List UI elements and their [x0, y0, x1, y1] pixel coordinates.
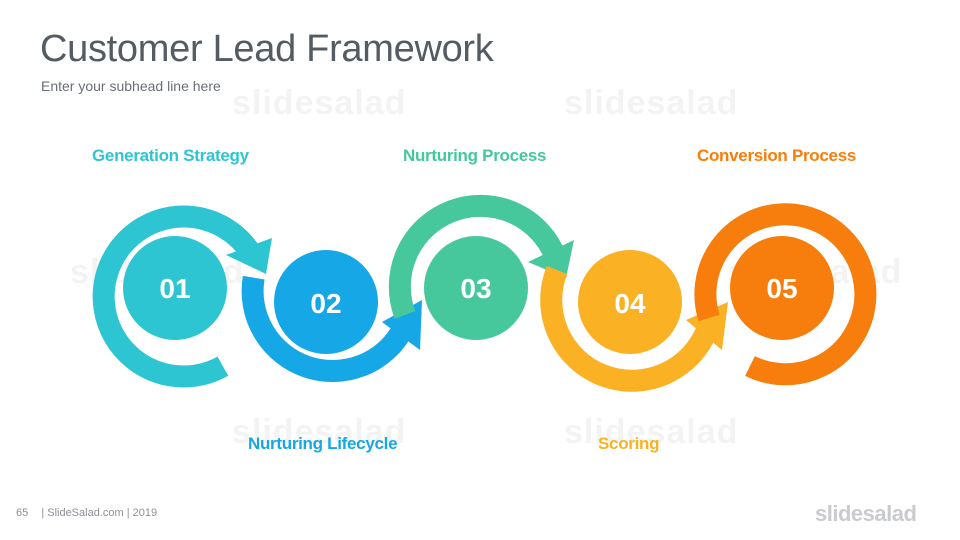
step-5-number: 05	[766, 273, 797, 304]
step-2: 02	[241, 250, 422, 383]
step-4-label: Scoring	[598, 434, 660, 453]
step-1: 01	[92, 205, 272, 388]
watermark: slidesalad	[564, 413, 738, 452]
step-2-ring	[241, 275, 413, 383]
step-4-number: 04	[614, 288, 646, 319]
step-2-number: 02	[310, 288, 341, 319]
watermark: slidesalad	[232, 413, 406, 452]
watermark: slidesalad	[232, 84, 406, 123]
slide-footer: 65 | SlideSalad.com | 2019	[16, 507, 157, 519]
step-2-arrowhead	[382, 300, 422, 350]
step-1-number: 01	[159, 273, 190, 304]
step-5: 05	[694, 203, 877, 386]
step-1-disc	[123, 236, 227, 340]
step-2-disc	[274, 250, 378, 354]
step-1-arrowhead	[226, 238, 272, 274]
step-3-disc	[424, 236, 528, 340]
slide-subtitle: Enter your subhead line here	[41, 78, 221, 94]
footer-text: | SlideSalad.com | 2019	[41, 507, 158, 519]
step-3-number: 03	[460, 273, 491, 304]
step-4-ring	[540, 265, 718, 392]
slide-title: Customer Lead Framework	[40, 28, 494, 70]
step-2-label: Nurturing Lifecycle	[248, 434, 398, 453]
step-1-label: Generation Strategy	[92, 146, 249, 165]
step-4-disc	[578, 250, 682, 354]
step-1-ring	[92, 205, 262, 388]
step-5-label: Conversion Process	[697, 146, 856, 165]
step-4: 04	[540, 250, 728, 392]
step-3-ring	[388, 194, 567, 319]
step-3: 03	[388, 194, 574, 340]
step-5-ring	[694, 203, 877, 386]
step-3-label: Nurturing Process	[403, 146, 547, 165]
step-3-arrowhead	[528, 240, 574, 278]
page-number: 65	[16, 507, 29, 519]
watermark: slidesalad	[564, 84, 738, 123]
brand-logo: slidesalad	[815, 501, 917, 526]
step-5-disc	[730, 236, 834, 340]
